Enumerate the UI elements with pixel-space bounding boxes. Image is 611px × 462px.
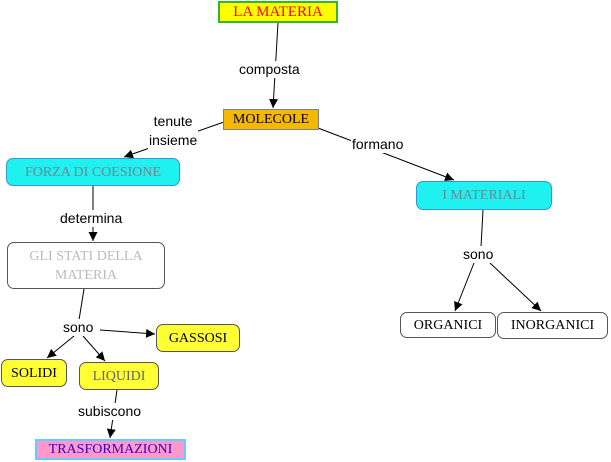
link-label-sono-materiali: sono: [462, 246, 495, 263]
connector-stati-sono: [78, 288, 85, 321]
link-label-determina: determina: [59, 210, 124, 227]
connector-molecole-materiali: [317, 127, 455, 181]
node-molecole[interactable]: MOLECOLE: [223, 109, 319, 130]
connector-sono-gassosi: [99, 328, 156, 338]
node-la-materia[interactable]: LA MATERIA: [218, 1, 338, 23]
connector-materiali-sono: [480, 209, 484, 248]
link-label-tenute-insieme: tenute insieme: [148, 112, 199, 150]
connector-sono-organici: [454, 262, 475, 312]
node-forza-di-coesione[interactable]: FORZA DI COESIONE: [6, 158, 180, 186]
node-solidi[interactable]: SOLIDI: [1, 359, 67, 387]
node-gassosi[interactable]: GASSOSI: [156, 324, 240, 352]
node-gli-stati-della-materia[interactable]: GLI STATI DELLA MATERIA: [7, 242, 165, 289]
node-trasformazioni[interactable]: TRASFORMAZIONI: [35, 439, 186, 460]
node-i-materiali[interactable]: I MATERIALI: [416, 181, 552, 210]
connector-sono-inorganici: [489, 262, 542, 312]
node-organici[interactable]: ORGANICI: [400, 312, 496, 338]
connector-sono-liquidi: [82, 335, 106, 362]
node-inorganici[interactable]: INORGANICI: [497, 312, 608, 339]
connector-sono-solidi: [46, 335, 75, 359]
link-label-formano: formano: [351, 136, 405, 153]
link-label-sono-stati: sono: [62, 319, 95, 336]
link-label-composta: composta: [238, 61, 301, 78]
node-liquidi[interactable]: LIQUIDI: [79, 362, 159, 390]
link-label-subiscono: subiscono: [77, 403, 143, 420]
